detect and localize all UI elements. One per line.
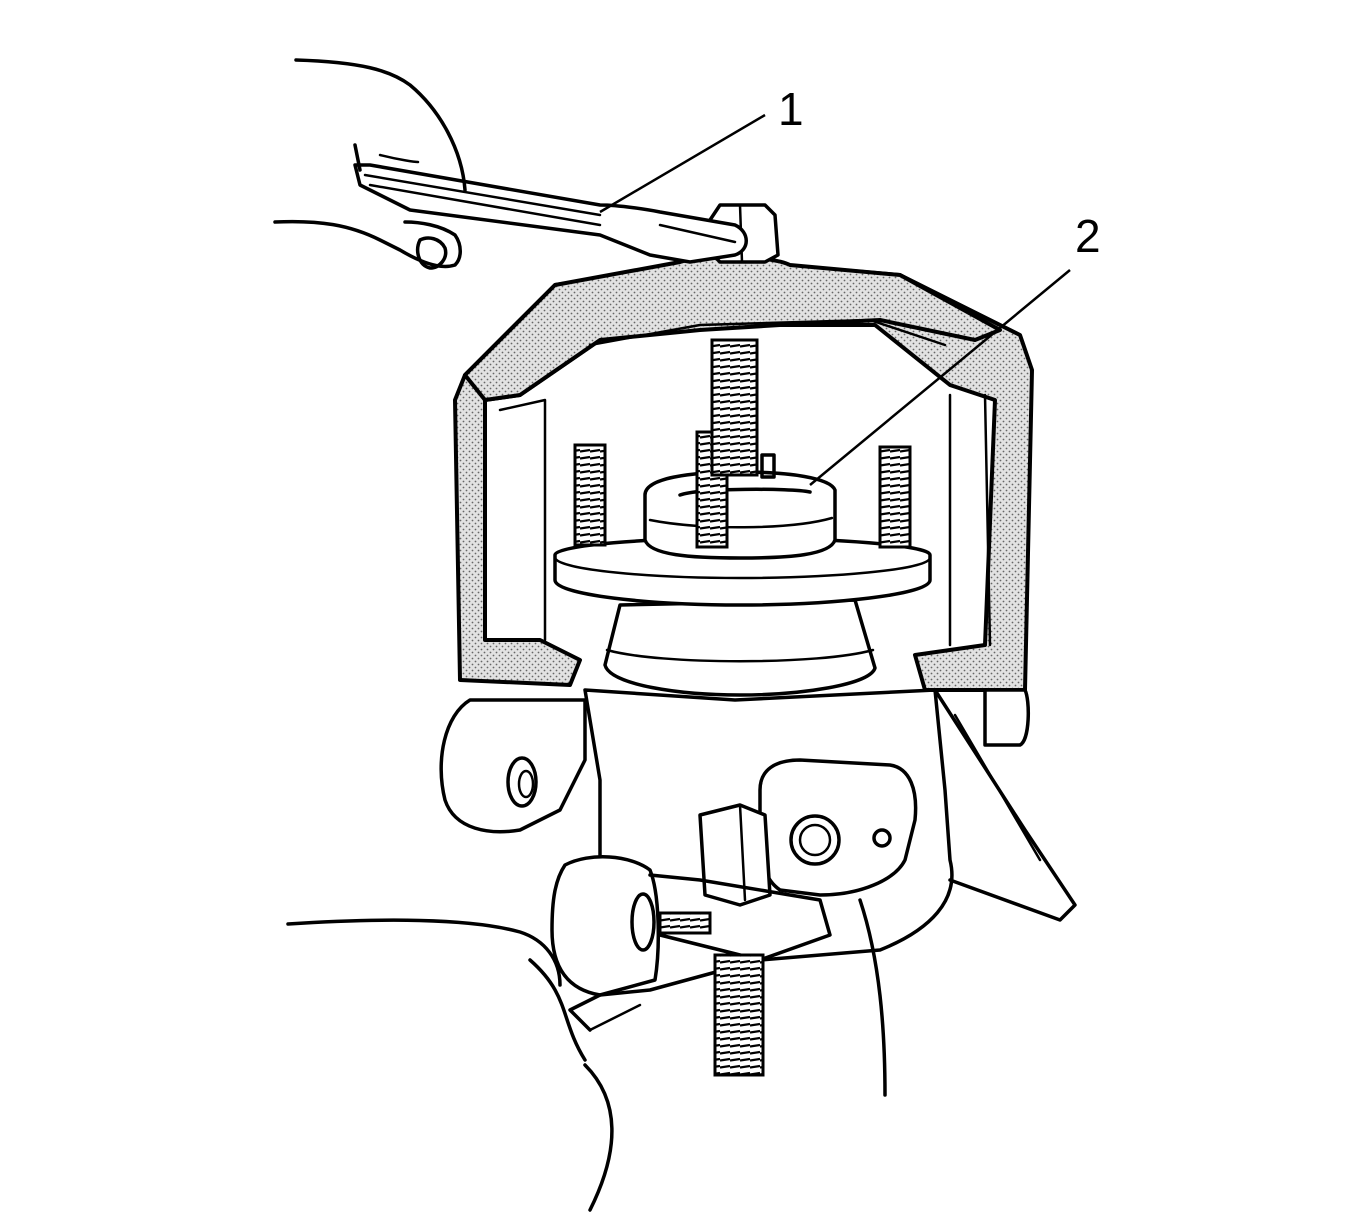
wheel-stud bbox=[878, 445, 912, 549]
puller-screw bbox=[710, 338, 776, 479]
hand-upper bbox=[273, 58, 467, 270]
hub-bearing bbox=[553, 430, 932, 697]
wheel-stud bbox=[573, 443, 607, 547]
callout-2: 2 bbox=[1075, 210, 1101, 262]
steering-knuckle bbox=[439, 688, 1077, 1212]
wrench bbox=[353, 163, 748, 264]
leader-line-1 bbox=[599, 113, 766, 214]
hand-lower bbox=[286, 918, 562, 987]
callout-1: 1 bbox=[778, 83, 804, 135]
leader-line-2 bbox=[809, 269, 1071, 486]
